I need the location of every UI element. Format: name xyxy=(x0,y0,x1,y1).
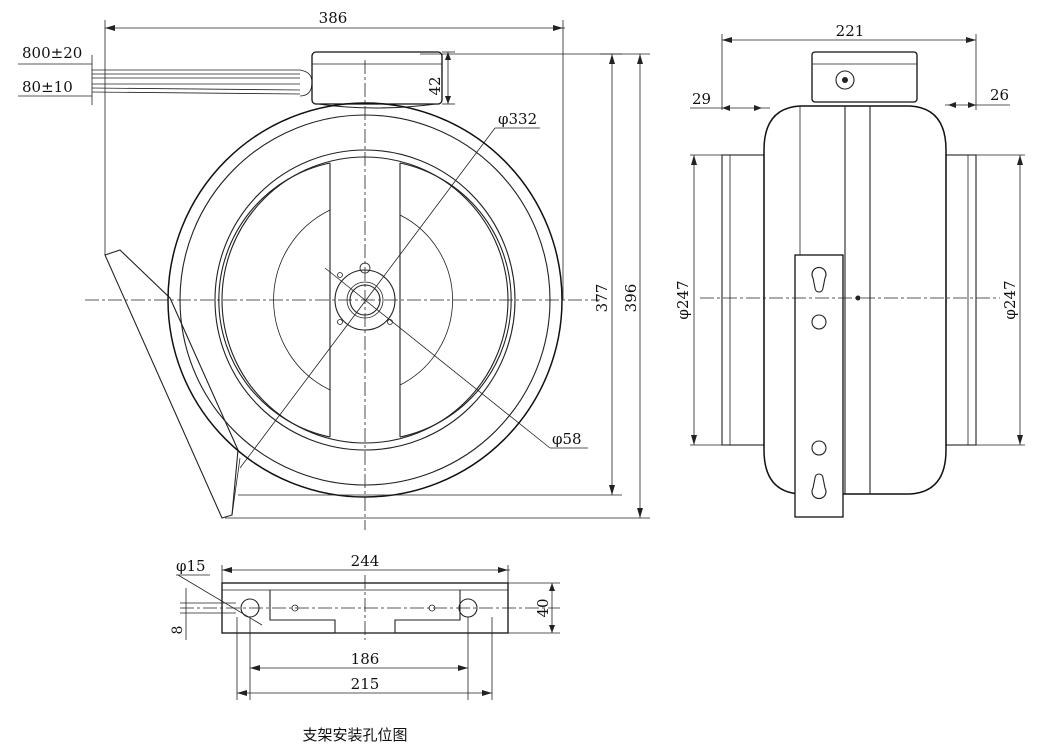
dim-label-221: 221 xyxy=(836,22,865,40)
dim-label-332: φ332 xyxy=(498,110,537,128)
front-view: 386 800±20 80±10 42 xyxy=(18,9,650,530)
dim-label-800: 800±20 xyxy=(22,44,82,62)
dim-label-58: φ58 xyxy=(552,430,582,448)
bracket-view: 244 φ15 40 8 186 215 支架安装孔位图 xyxy=(170,552,560,744)
dim-label-244: 244 xyxy=(351,552,380,570)
dim-heights: 377 396 xyxy=(225,53,650,519)
dim-label-377: 377 xyxy=(593,284,611,313)
dim-front-width: 386 xyxy=(104,9,565,300)
dim-label-80: 80±10 xyxy=(22,78,73,96)
dim-label-40: 40 xyxy=(534,598,552,617)
dim-label-8: 8 xyxy=(170,626,186,635)
dim-label-29: 29 xyxy=(692,90,711,108)
dim-label-15: φ15 xyxy=(176,557,206,575)
side-view: 221 29 26 φ xyxy=(674,22,1025,518)
dim-label-396: 396 xyxy=(622,284,640,313)
dim-label-247-right: φ247 xyxy=(1001,280,1019,319)
bracket-caption: 支架安装孔位图 xyxy=(302,726,407,744)
dim-label-215: 215 xyxy=(351,675,380,693)
dim-label-186: 186 xyxy=(351,650,380,668)
dim-label-247-left: φ247 xyxy=(674,280,692,319)
mount-foot xyxy=(104,249,239,519)
terminal-box: 42 xyxy=(311,51,455,109)
dim-label-386: 386 xyxy=(319,9,348,27)
dim-label-42: 42 xyxy=(426,76,444,95)
dim-label-26: 26 xyxy=(990,86,1009,104)
cable-leads: 800±20 80±10 xyxy=(18,44,313,105)
